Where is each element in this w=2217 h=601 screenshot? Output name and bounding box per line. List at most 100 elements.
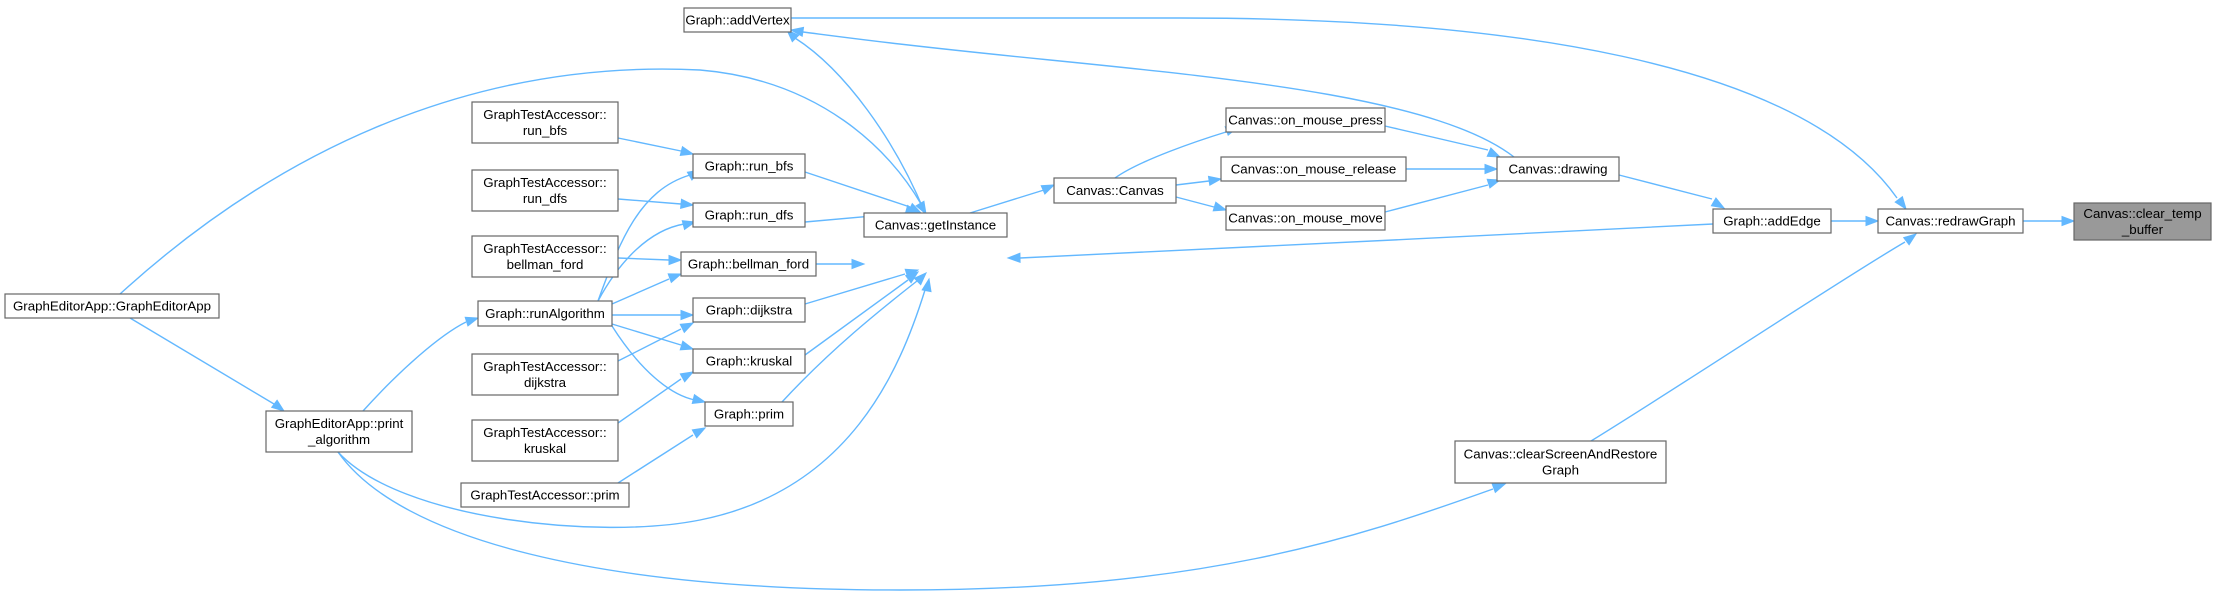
- edge-onRelease-to-drawing: [1406, 163, 1499, 175]
- node-onMove[interactable]: Canvas::on_mouse_move: [1225, 205, 1386, 231]
- node-box: [471, 235, 619, 278]
- node-onRelease[interactable]: Canvas::on_mouse_release: [1220, 156, 1407, 182]
- node-printAlg[interactable]: GraphEditorApp::print_algorithm: [265, 410, 413, 453]
- arrow-head: [1486, 147, 1502, 158]
- node-canvas[interactable]: Canvas::Canvas: [1053, 177, 1177, 204]
- arrow-head: [1902, 233, 1918, 246]
- node-label: Canvas::on_mouse_release: [1231, 162, 1397, 177]
- node-label: Canvas::on_mouse_move: [1228, 211, 1382, 226]
- edge-line: [794, 37, 926, 214]
- node-label: Graph::prim: [714, 407, 784, 422]
- edge-line: [611, 323, 682, 346]
- node-taPrim[interactable]: GraphTestAccessor::prim: [460, 482, 630, 508]
- edge-line: [1175, 180, 1210, 186]
- edge-drawing-to-addVertex: [789, 26, 1515, 158]
- node-box: [692, 348, 806, 374]
- edge-line: [617, 378, 682, 424]
- node-target[interactable]: Canvas::clear_temp_buffer: [2073, 202, 2212, 241]
- edge-prim-to-getInstance: [781, 271, 928, 403]
- arrow-head: [1710, 197, 1726, 209]
- node-label: dijkstra: [524, 375, 567, 390]
- node-addEdge[interactable]: Graph::addEdge: [1712, 208, 1832, 234]
- arrow-head: [913, 271, 928, 286]
- node-taKruskal[interactable]: GraphTestAccessor::kruskal: [471, 419, 619, 462]
- node-label: Canvas::getInstance: [875, 218, 996, 233]
- node-taBellman[interactable]: GraphTestAccessor::bellman_ford: [471, 235, 619, 278]
- node-label: bellman_ford: [507, 257, 584, 272]
- arrow-head: [679, 371, 695, 383]
- arrow-head: [680, 309, 695, 321]
- node-addVertex[interactable]: Graph::addVertex: [683, 7, 792, 33]
- edge-kruskal-to-getInstance: [804, 271, 920, 356]
- edge-addEdge-to-getInstance: [1006, 223, 1714, 263]
- node-label: run_dfs: [523, 191, 568, 206]
- node-box: [1496, 156, 1620, 182]
- node-label: GraphTestAccessor::: [483, 425, 606, 440]
- node-label: Canvas::clearScreenAndRestore: [1464, 447, 1658, 462]
- arrow-head: [789, 26, 805, 38]
- edge-drawing-to-addEdge: [1618, 174, 1726, 209]
- node-label: Canvas::clear_temp: [2083, 206, 2201, 221]
- node-taDfs[interactable]: GraphTestAccessor::run_dfs: [471, 169, 619, 212]
- node-box: [692, 202, 806, 228]
- node-getInstance[interactable]: Canvas::getInstance: [863, 212, 1008, 238]
- edge-line: [119, 68, 922, 295]
- node-label: Graph::dijkstra: [706, 303, 793, 318]
- node-runDfs[interactable]: Graph::run_dfs: [692, 202, 806, 228]
- edge-runAlg-to-dijkstra: [612, 309, 695, 321]
- node-drawing[interactable]: Canvas::drawing: [1496, 156, 1620, 182]
- node-runBfs[interactable]: Graph::run_bfs: [692, 153, 806, 179]
- edge-clearScreen-to-redraw: [1590, 233, 1918, 442]
- edge-taBfs-to-runBfs: [617, 137, 695, 157]
- node-app[interactable]: GraphEditorApp::GraphEditorApp: [4, 293, 220, 319]
- node-box: [704, 401, 794, 427]
- edge-taBellman-to-bellman: [617, 254, 683, 266]
- arrow-head: [1207, 175, 1223, 187]
- node-prim[interactable]: Graph::prim: [704, 401, 794, 427]
- node-box: [683, 7, 792, 33]
- node-box: [471, 169, 619, 212]
- node-label: kruskal: [524, 441, 566, 456]
- edge-dijkstra-to-getInstance: [804, 268, 920, 305]
- arrow-head: [1894, 195, 1907, 211]
- arrow-head: [464, 316, 480, 327]
- node-redraw[interactable]: Canvas::redrawGraph: [1877, 208, 2024, 234]
- node-box: [1225, 107, 1386, 133]
- arrow-head: [2061, 215, 2076, 227]
- node-label: Canvas::on_mouse_press: [1228, 113, 1383, 128]
- edge-addVertex-to-redraw: [791, 17, 1907, 211]
- edge-line: [804, 273, 906, 305]
- node-box: [471, 419, 619, 462]
- node-kruskal[interactable]: Graph::kruskal: [692, 348, 806, 374]
- edge-line: [597, 174, 691, 302]
- node-box: [471, 101, 619, 144]
- node-box: [1053, 177, 1177, 204]
- edge-line: [617, 434, 694, 484]
- edge-line: [617, 257, 670, 261]
- node-runAlg[interactable]: Graph::runAlgorithm: [477, 300, 613, 327]
- edge-runAlg-to-prim: [611, 325, 707, 405]
- node-dijkstra[interactable]: Graph::dijkstra: [692, 297, 806, 323]
- node-label: Graph::kruskal: [706, 354, 793, 369]
- edge-line: [611, 325, 696, 401]
- edge-bellman-to-getInstance: [816, 258, 866, 270]
- arrow-head: [679, 322, 695, 334]
- node-label: Graph::addEdge: [1723, 214, 1821, 229]
- edge-line: [617, 328, 682, 362]
- node-label: Graph::run_dfs: [705, 208, 794, 223]
- arrow-head: [785, 28, 800, 43]
- node-label: Canvas::Canvas: [1066, 183, 1164, 198]
- edge-line: [804, 279, 909, 356]
- edge-canvas-to-onRelease: [1175, 175, 1223, 187]
- node-box: [680, 251, 817, 277]
- edge-taDijkstra-to-dijkstra: [617, 322, 695, 362]
- arrow-head: [1006, 252, 1021, 263]
- arrow-head: [1865, 215, 1880, 227]
- node-label: Graph: [1542, 463, 1579, 478]
- node-bellman[interactable]: Graph::bellman_ford: [680, 251, 817, 277]
- node-onPress[interactable]: Canvas::on_mouse_press: [1225, 107, 1386, 133]
- node-taDijkstra[interactable]: GraphTestAccessor::dijkstra: [471, 353, 619, 396]
- node-taBfs[interactable]: GraphTestAccessor::run_bfs: [471, 101, 619, 144]
- edge-taPrim-to-prim: [617, 427, 707, 484]
